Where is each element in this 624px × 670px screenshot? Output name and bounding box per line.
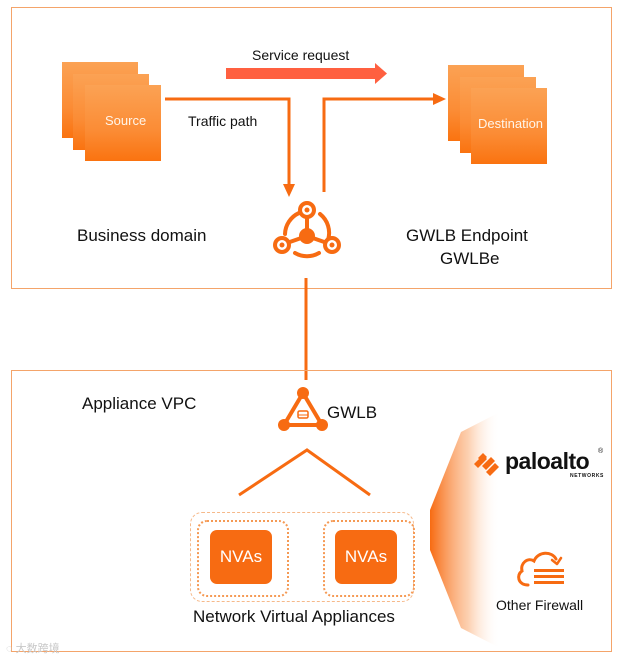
gwlb-fanout-lines <box>238 448 371 497</box>
source-card-front <box>85 85 161 161</box>
service-request-label: Service request <box>252 47 350 63</box>
paloalto-logo: paloalto ® NETWORKS <box>472 448 612 484</box>
gwlb-label: GWLB <box>327 403 378 422</box>
service-request-arrow <box>226 63 387 84</box>
watermark-logo-icon: ◌ <box>6 643 13 655</box>
gateway-load-balancer-icon[interactable] <box>272 385 332 445</box>
source-label: Source <box>105 113 147 128</box>
destination-card-front <box>471 88 547 164</box>
nva-group-label: Network Virtual Appliances <box>193 607 395 626</box>
gwlb-endpoint-label: GWLB Endpoint <box>406 226 528 245</box>
service-request-arrow-shaft <box>226 68 376 79</box>
paloalto-registered-mark: ® <box>598 448 604 455</box>
nva-2[interactable]: NVAs <box>335 530 397 584</box>
paloalto-mark-icon <box>474 453 499 476</box>
nva-slot-2 <box>323 520 415 597</box>
gwlb-endpoint-icon[interactable] <box>267 196 347 276</box>
paloalto-wordmark: paloalto <box>505 448 590 474</box>
watermark-text: 大数跨境 <box>15 643 60 655</box>
other-firewall-label: Other Firewall <box>496 597 584 613</box>
traffic-path-outbound-line <box>322 97 434 192</box>
traffic-path-outbound-arrowhead <box>433 93 446 105</box>
business-domain-label: Business domain <box>77 226 207 245</box>
paloalto-networks-subtext: NETWORKS <box>570 473 604 479</box>
destination-label: Destination <box>478 116 544 131</box>
traffic-path-inbound-arrowhead <box>283 184 295 197</box>
traffic-path <box>165 93 446 197</box>
service-request-arrow-head <box>375 63 387 84</box>
appliance-vpc-box <box>11 370 612 652</box>
appliance-vpc-label: Appliance VPC <box>82 394 197 413</box>
cloud-firewall-icon <box>517 551 564 587</box>
traffic-path-label: Traffic path <box>188 113 258 129</box>
traffic-path-inbound-line <box>165 97 291 185</box>
vendor-callout-shape <box>430 412 500 648</box>
gwlbe-label: GWLBe <box>440 249 500 268</box>
watermark: ◌ 大数跨境 <box>6 640 60 656</box>
nva-1[interactable]: NVAs <box>210 530 272 584</box>
endpoint-to-gwlb-connector <box>304 278 308 380</box>
nva-slot-1 <box>197 520 289 597</box>
